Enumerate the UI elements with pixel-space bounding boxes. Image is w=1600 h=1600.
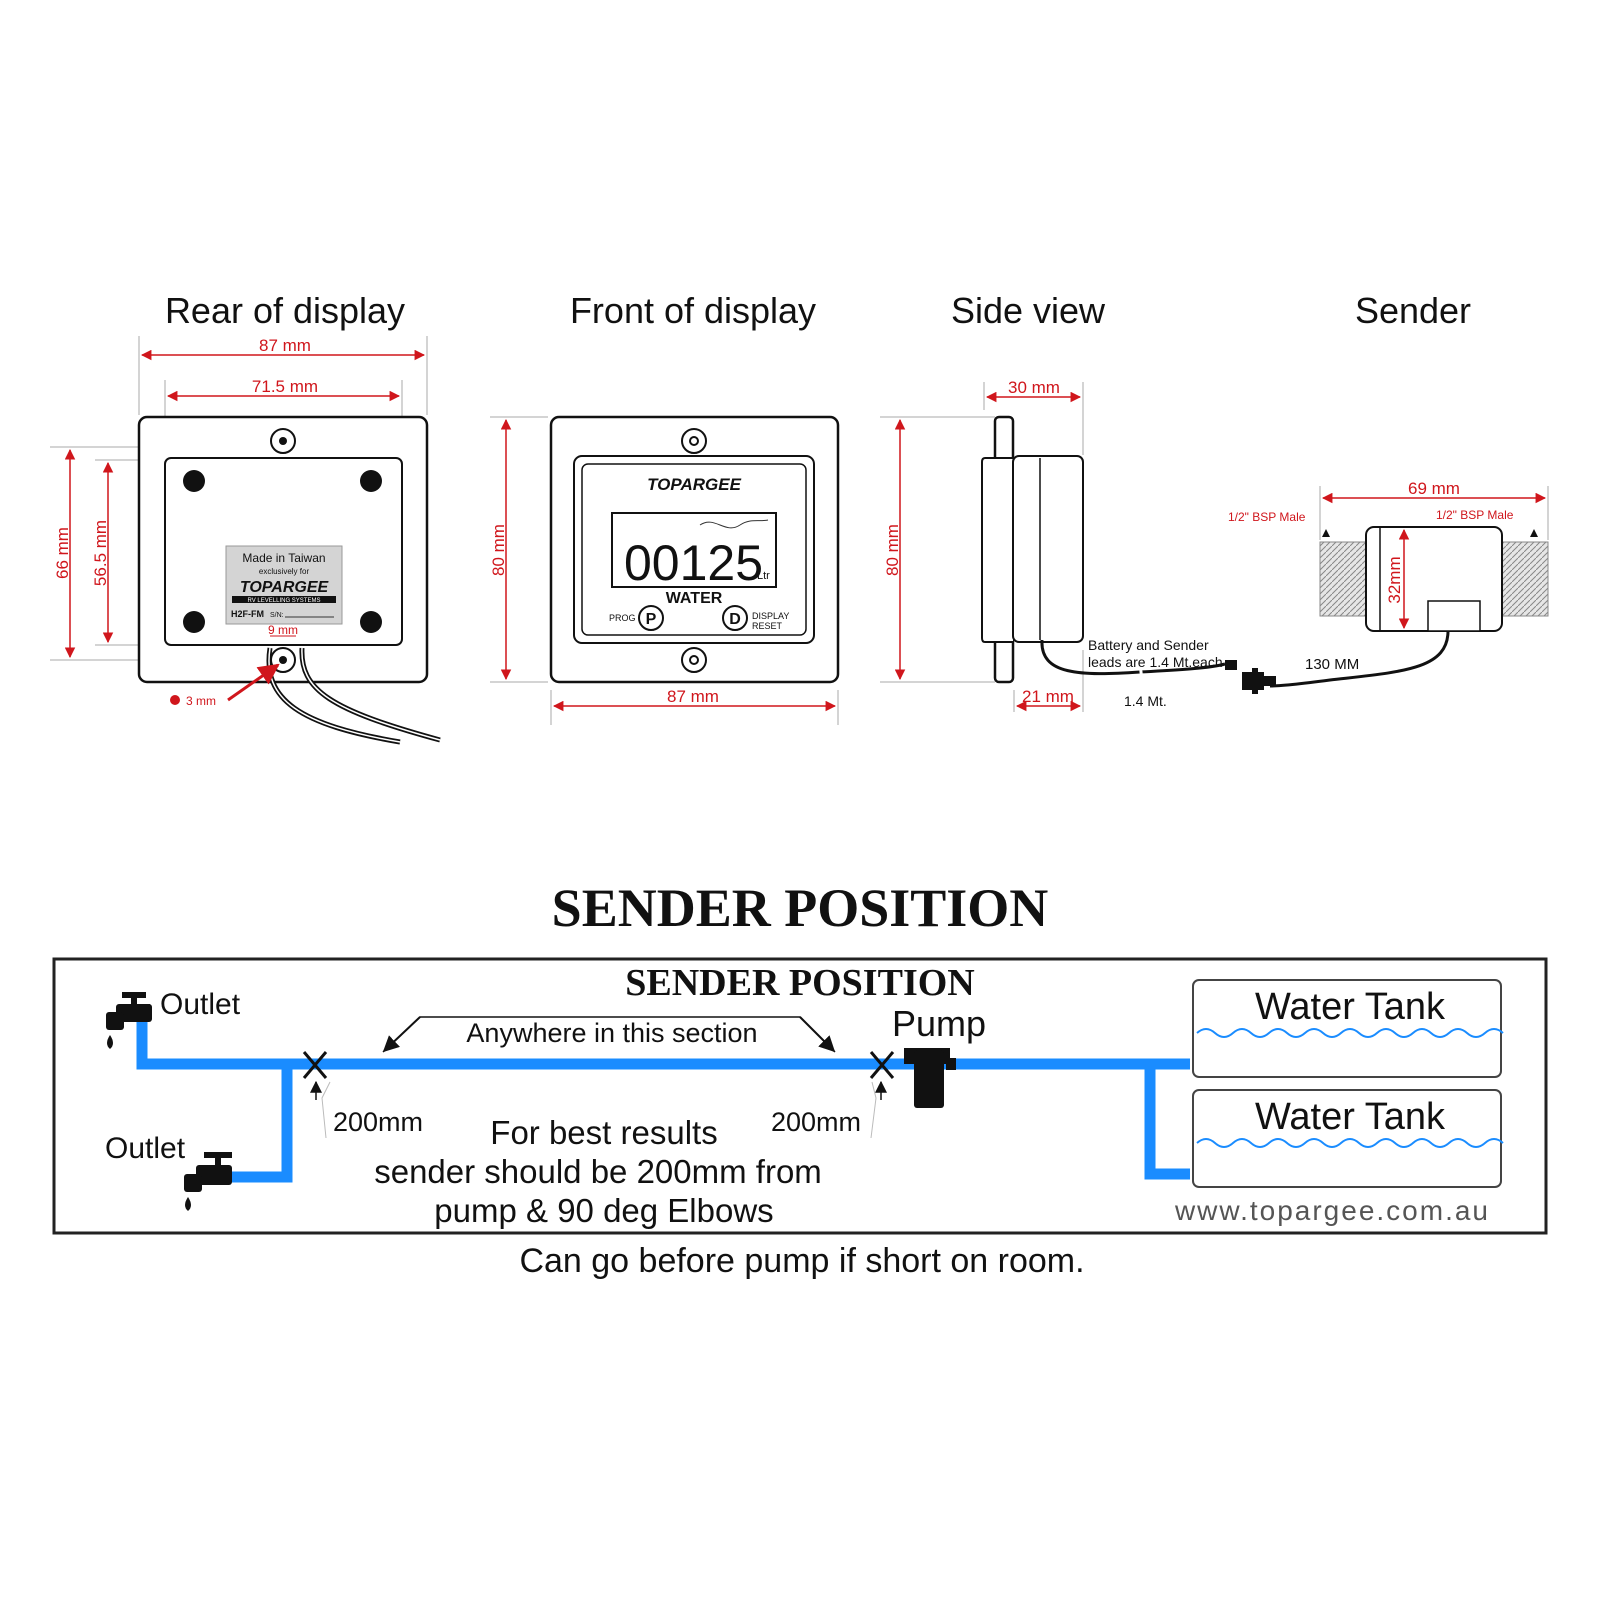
- svg-text:H2F-FM: H2F-FM: [231, 609, 264, 619]
- sender-cable: [1269, 630, 1450, 688]
- side-view: 80 mm 30 mm 21 mm Battery and Sender lea…: [880, 378, 1237, 712]
- side-depth-label: 30 mm: [1008, 378, 1060, 397]
- panel-heading: SENDER POSITION: [625, 962, 974, 1004]
- advice-line2: sender should be 200mm from: [374, 1153, 822, 1190]
- rear-label-plate: Made in Taiwan exclusively for TOPARGEE …: [225, 545, 343, 625]
- faucet-icon: [106, 992, 152, 1049]
- sender-thread-left: [1319, 541, 1367, 617]
- front-brand-logo: TOPARGEE: [647, 475, 741, 494]
- prog-label: PROG: [609, 613, 636, 623]
- rear-view: 87 mm 71.5 mm 66 mm 56.5 mm Made in Taiw…: [50, 336, 441, 745]
- outlet-top-label: Outlet: [160, 988, 241, 1021]
- rear-view-title: Rear of display: [165, 290, 405, 331]
- elbow-marker-left: [302, 1051, 328, 1079]
- rear-height-outer-label: 66 mm: [53, 527, 72, 579]
- display-label: DISPLAY: [752, 611, 789, 621]
- front-view: 80 mm 87 mm TOPARGEE 00125 Ltr WATER PRO…: [489, 415, 840, 725]
- sender-diameter-label: 32mm: [1385, 556, 1404, 603]
- tank2-label: Water Tank: [1255, 1096, 1446, 1138]
- footnote: Can go before pump if short on room.: [519, 1242, 1084, 1280]
- rear-height-inner-label: 56.5 mm: [91, 520, 110, 586]
- svg-text:Made in Taiwan: Made in Taiwan: [242, 551, 325, 565]
- display-reset-button[interactable]: D: [722, 605, 748, 631]
- side-height-label: 80 mm: [883, 524, 902, 576]
- svg-text:exclusively for: exclusively for: [259, 567, 310, 576]
- lcd-screen: [611, 512, 777, 588]
- pipe-network: [136, 1020, 1190, 1183]
- lead-note-line2: leads are 1.4 Mt.each: [1088, 654, 1223, 670]
- thread-right-label: 1/2" BSP Male: [1436, 508, 1514, 522]
- rear-hole-dim: 9 mm: [268, 623, 298, 637]
- sender-position-heading: SENDER POSITION: [552, 878, 1049, 938]
- reset-label: RESET: [752, 621, 783, 631]
- website-link[interactable]: www.topargee.com.au: [1174, 1195, 1490, 1226]
- sender-connector: [1242, 668, 1276, 694]
- svg-text:P: P: [646, 611, 657, 628]
- water-tank-2: [1192, 1089, 1504, 1188]
- tank1-label: Water Tank: [1255, 986, 1446, 1028]
- faucet-icon: [184, 1152, 232, 1211]
- svg-text:S/N:: S/N:: [270, 612, 284, 619]
- outlet-bottom-label: Outlet: [105, 1132, 186, 1165]
- sender-view-title: Sender: [1355, 290, 1471, 331]
- lead-note-line1: Battery and Sender: [1088, 637, 1209, 653]
- sender-cable-length: 130 MM: [1305, 656, 1359, 673]
- lcd-unit: Ltr: [757, 570, 770, 582]
- pump-icon: [904, 1048, 956, 1108]
- advice-line3: pump & 90 deg Elbows: [434, 1192, 773, 1229]
- screw-marker: [170, 695, 180, 705]
- lcd-reading: 00125: [624, 535, 763, 591]
- rear-width-outer-label: 87 mm: [259, 336, 311, 355]
- svg-text:RV LEVELLING SYSTEMS: RV LEVELLING SYSTEMS: [248, 598, 321, 604]
- side-view-title: Side view: [951, 290, 1106, 331]
- gap-left-label: 200mm: [333, 1107, 423, 1137]
- fluid-label: WATER: [666, 590, 723, 607]
- side-housing: [981, 457, 1013, 643]
- thread-left-label: 1/2" BSP Male: [1228, 510, 1306, 524]
- rear-width-inner-label: 71.5 mm: [252, 377, 318, 396]
- section-bracket: [382, 1016, 836, 1053]
- section-label: Anywhere in this section: [466, 1018, 757, 1048]
- front-width-label: 87 mm: [667, 687, 719, 706]
- pump-label: Pump: [892, 1003, 986, 1044]
- front-view-title: Front of display: [570, 290, 816, 331]
- sender-thread-right: [1501, 541, 1549, 617]
- sender-length-label: 69 mm: [1408, 479, 1460, 498]
- water-tank-1: [1192, 979, 1504, 1078]
- prog-button[interactable]: P: [638, 605, 664, 631]
- rear-screw-dim: 3 mm: [186, 694, 216, 708]
- pump-marker-right: [869, 1051, 895, 1079]
- sender-view: 69 mm 1/2" BSP Male 1/2" BSP Male 32mm 1…: [1228, 479, 1549, 694]
- side-flange-label: 21 mm: [1022, 687, 1074, 706]
- advice-line1: For best results: [490, 1114, 717, 1151]
- svg-text:D: D: [729, 611, 741, 628]
- front-height-label: 80 mm: [489, 524, 508, 576]
- svg-text:TOPARGEE: TOPARGEE: [240, 579, 330, 596]
- lead-length: 1.4 Mt.: [1124, 693, 1167, 709]
- gap-right-label: 200mm: [771, 1107, 861, 1137]
